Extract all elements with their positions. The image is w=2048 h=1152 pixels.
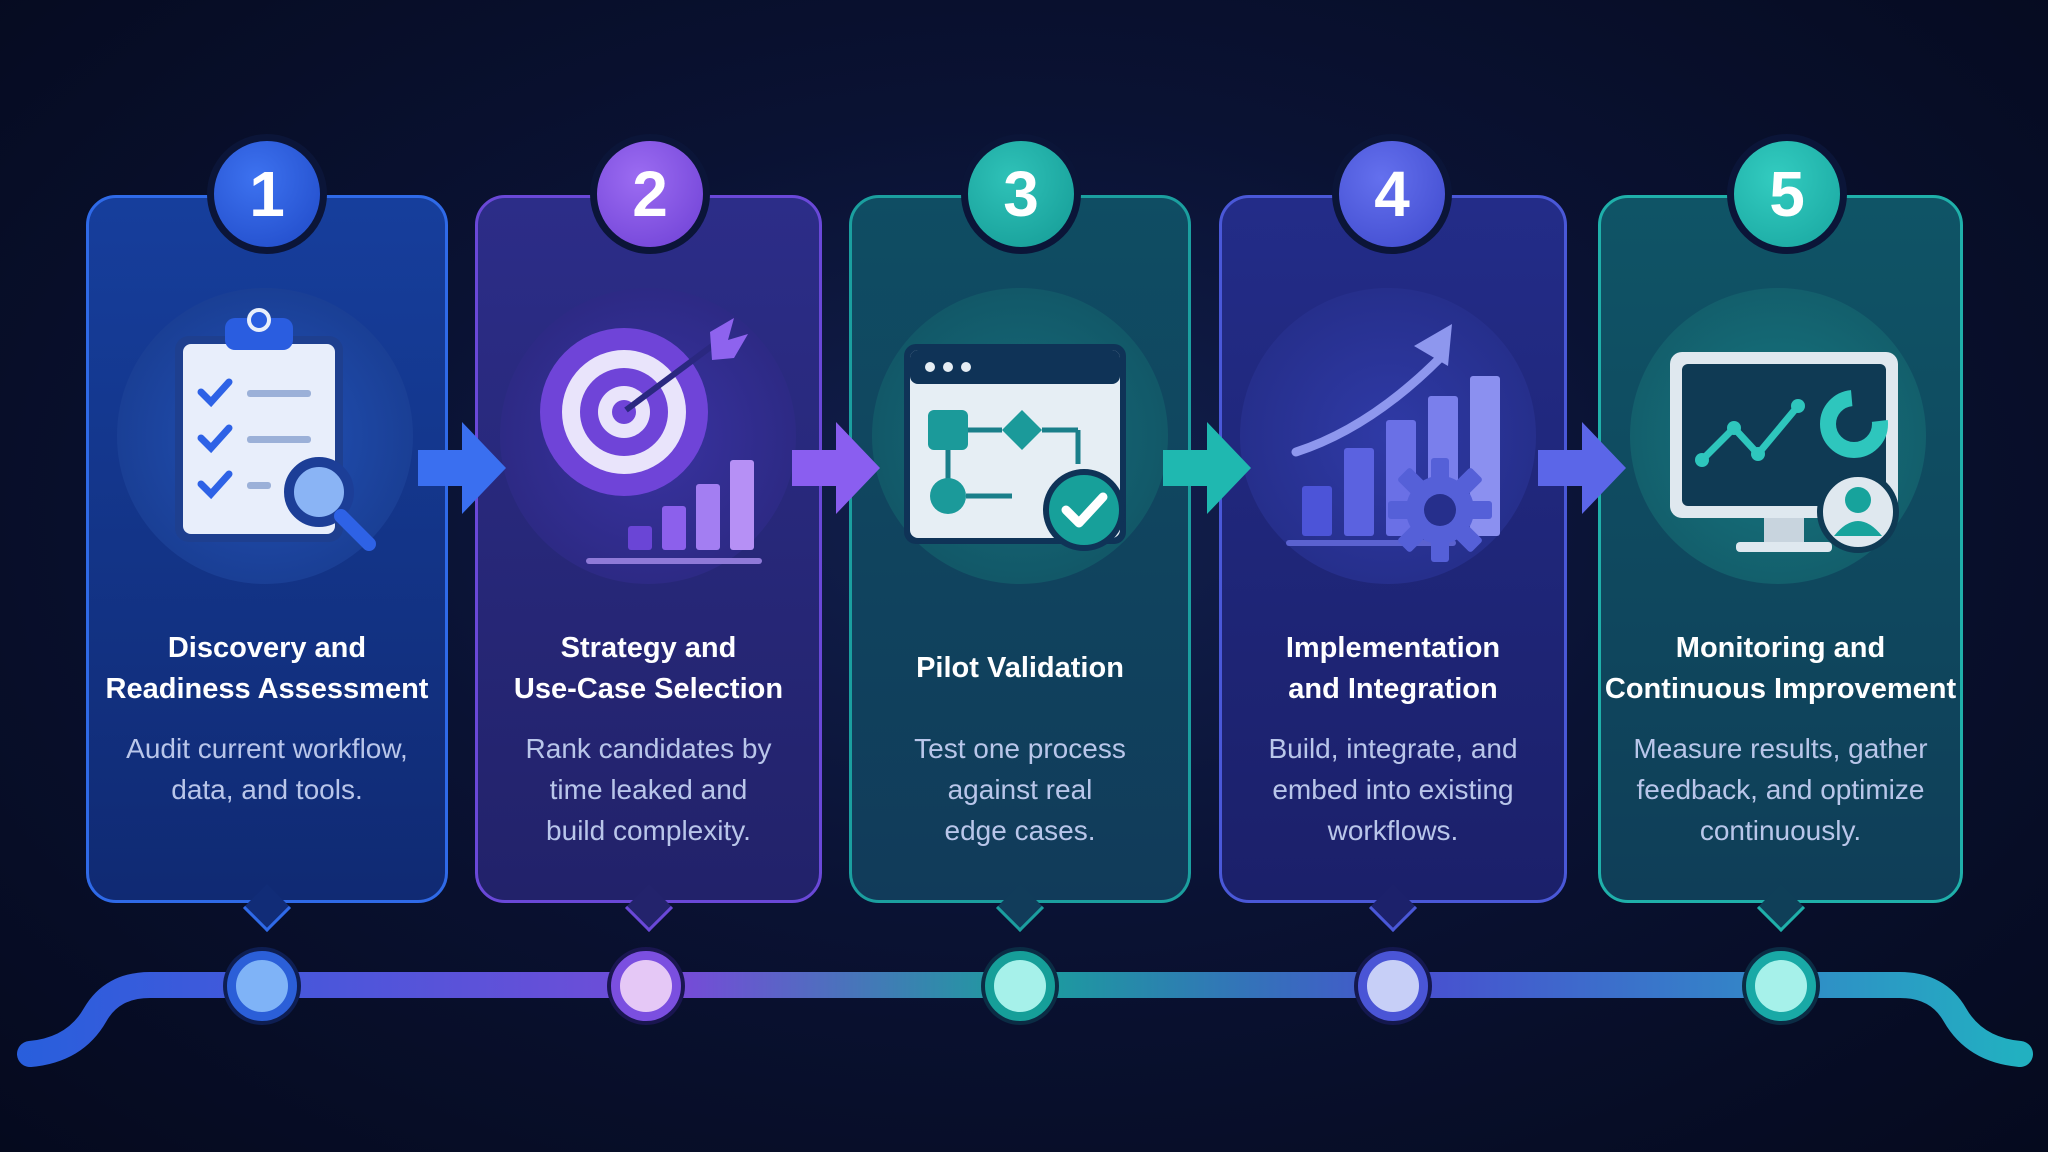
arrow-right-icon (1538, 422, 1626, 514)
arrow-right-icon (1163, 422, 1251, 514)
timeline-node-5 (1746, 951, 1816, 1021)
step-1-description: Audit current workflow,data, and tools. (126, 733, 408, 805)
step-1-number-badge: 1 (207, 134, 327, 254)
timeline-node-4 (1358, 951, 1428, 1021)
step-3-title: Pilot Validation (916, 652, 1124, 684)
arrow-right-icon (418, 422, 506, 514)
timeline-node-3 (985, 951, 1055, 1021)
arrow-right-icon (792, 422, 880, 514)
target-icon (540, 318, 762, 564)
monitor-dashboard-icon (1670, 352, 1899, 553)
growth-gear-icon (1286, 324, 1500, 562)
step-2-number-badge: 2 (590, 134, 710, 254)
timeline-node-1 (227, 951, 297, 1021)
timeline-node-2 (611, 951, 681, 1021)
step-5-number-badge: 5 (1727, 134, 1847, 254)
workflow-check-icon (904, 344, 1126, 551)
step-3-number-badge: 3 (961, 134, 1081, 254)
clipboard-checklist-icon (175, 308, 376, 551)
step-4-number-badge: 4 (1332, 134, 1452, 254)
